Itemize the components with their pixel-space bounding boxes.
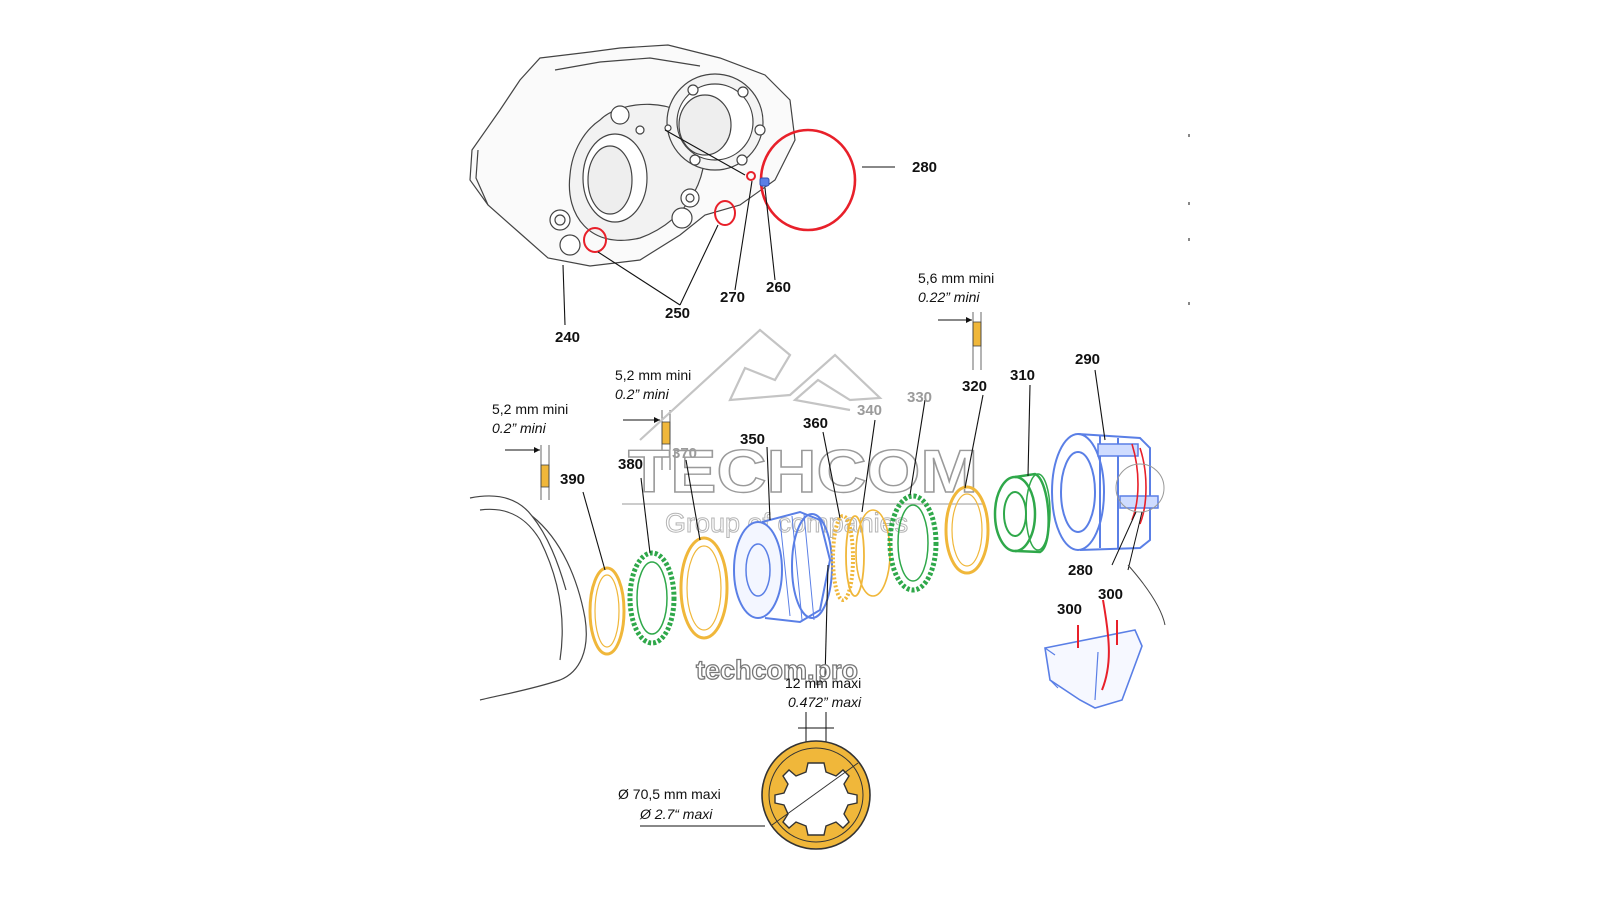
spec-390: 5,2 mm mini 0.2” mini [492, 401, 568, 500]
detail-circle [1111, 463, 1166, 626]
edge-marks [1188, 134, 1190, 305]
callout-280: 280 [912, 159, 937, 176]
splined-gear-disc [761, 740, 871, 850]
watermark-tagline: Group of companies [665, 508, 908, 538]
watermark-brand: TECHCOM [628, 438, 978, 505]
svg-text:0.472” maxi: 0.472” maxi [788, 694, 862, 710]
springs-300 [1131, 443, 1147, 525]
svg-text:5,6 mm mini: 5,6 mm mini [918, 270, 994, 286]
callout-260: 260 [766, 279, 791, 296]
callout-310: 310 [1010, 367, 1035, 384]
svg-text:Ø 70,5 mm maxi: Ø 70,5 mm maxi [618, 786, 721, 802]
o-ring-250-left [583, 227, 607, 253]
bearing-330 [887, 493, 939, 593]
callout-320: 320 [962, 378, 987, 395]
carrier-290 [1051, 433, 1159, 551]
bearing-310 [993, 472, 1051, 554]
callout-300-right: 300 [1098, 586, 1123, 603]
shaft-housing-outline [469, 495, 587, 701]
callout-290: 290 [1075, 351, 1100, 368]
callout-350: 350 [740, 431, 765, 448]
housing-240 [469, 44, 796, 267]
o-ring-270 [746, 171, 756, 181]
callout-370: 370 [672, 445, 697, 462]
callout-250: 250 [665, 305, 690, 322]
watermark-url: techcom.pro [696, 655, 858, 685]
callout-300-left: 300 [1057, 601, 1082, 618]
techcom-watermark: TECHCOM Group of companies [622, 328, 985, 539]
svg-text:0.2” mini: 0.2” mini [615, 386, 670, 402]
callout-330: 330 [907, 389, 932, 406]
callout-340: 340 [857, 402, 882, 419]
callout-280-detail: 280 [1068, 562, 1093, 579]
leader-lines-top [562, 129, 895, 326]
svg-text:5,2 mm mini: 5,2 mm mini [492, 401, 568, 417]
o-ring-250-right [714, 200, 736, 226]
svg-text:12 mm maxi: 12 mm maxi [785, 675, 861, 691]
svg-text:5,2 mm mini: 5,2 mm mini [615, 367, 691, 383]
gear-width-spec: 12 mm maxi 0.472” maxi [785, 675, 862, 748]
callout-390: 390 [560, 471, 585, 488]
ring-370 [679, 536, 729, 640]
callout-240: 240 [555, 329, 580, 346]
ring-390 [588, 566, 626, 656]
disc-360 [831, 514, 865, 602]
mountain-logo-icon [639, 328, 883, 441]
svg-text:0.2” mini: 0.2” mini [492, 420, 547, 436]
screw-260 [759, 177, 770, 187]
leader-lines-exploded [582, 369, 1106, 679]
gear-diameter-spec: Ø 70,5 mm maxi Ø 2.7“ maxi [618, 786, 765, 827]
spec-370: 5,2 mm mini 0.2” mini [615, 367, 691, 470]
callout-380: 380 [618, 456, 643, 473]
callout-360: 360 [803, 415, 828, 432]
detail-view-290 [1044, 599, 1143, 709]
bearing-380 [627, 550, 677, 646]
svg-text:Ø 2.7“ maxi: Ø 2.7“ maxi [639, 806, 713, 822]
callout-270: 270 [720, 289, 745, 306]
ring-320 [944, 485, 990, 575]
svg-text:0.22” mini: 0.22” mini [918, 289, 980, 305]
spec-320: 5,6 mm mini 0.22” mini [918, 270, 994, 370]
